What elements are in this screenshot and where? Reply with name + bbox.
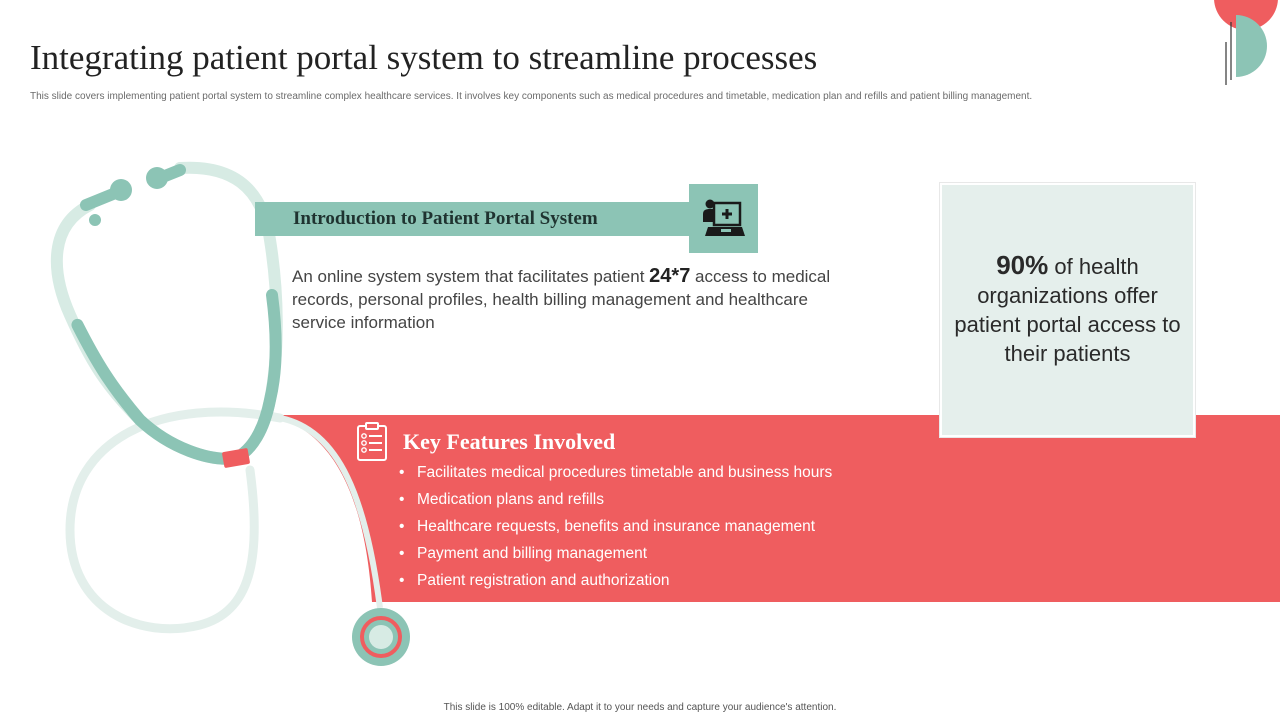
- stat-value: 90%: [996, 250, 1049, 280]
- doctor-computer-icon: [703, 199, 745, 236]
- page-title: Integrating patient portal system to str…: [30, 38, 818, 77]
- intro-heading: Introduction to Patient Portal System: [293, 208, 598, 229]
- features-list: •Facilitates medical procedures timetabl…: [399, 462, 832, 597]
- stat-text: 90% of health organizations offer patien…: [954, 250, 1181, 367]
- checklist-icon: [357, 422, 387, 461]
- features-heading: Key Features Involved: [403, 429, 616, 454]
- stat-card: 90% of health organizations offer patien…: [940, 183, 1195, 437]
- features-band: [268, 415, 1280, 602]
- list-item: •Medication plans and refills: [399, 491, 604, 508]
- list-item: •Payment and billing management: [399, 545, 648, 562]
- intro-description: An online system system that facilitates…: [292, 265, 831, 332]
- access-highlight: 24*7: [649, 265, 691, 287]
- list-item: •Facilitates medical procedures timetabl…: [399, 464, 833, 481]
- list-item: •Healthcare requests, benefits and insur…: [399, 518, 816, 535]
- intro-icon-box: [689, 184, 758, 253]
- page-subtitle: This slide covers implementing patient p…: [30, 91, 1033, 102]
- intro-banner: [255, 202, 689, 236]
- footer-note: This slide is 100% editable. Adapt it to…: [443, 702, 837, 713]
- list-item: •Patient registration and authorization: [399, 572, 670, 589]
